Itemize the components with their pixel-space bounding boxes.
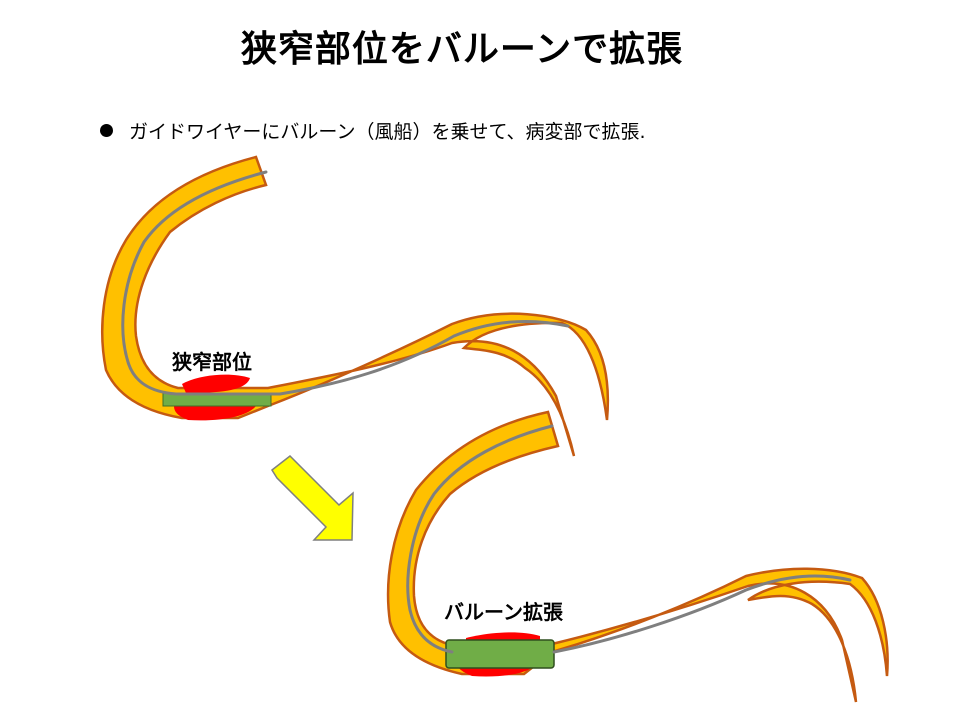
plaque-bottom-before [174, 406, 256, 421]
bullet-item: ガイドワイヤーにバルーン（風船）を乗せて、病変部で拡張. [100, 117, 646, 144]
vessel-before-body [101, 155, 610, 457]
plaque-top-before [182, 374, 250, 393]
vessel-after-body [386, 410, 889, 703]
stenosis-label: 狭窄部位 [172, 350, 252, 374]
balloon-inflated [445, 639, 555, 669]
vessel-before [101, 155, 610, 457]
slide-title: 狭窄部位をバルーンで拡張 [240, 29, 684, 70]
guidewire-after [406, 424, 852, 654]
bullet-dot-icon [100, 124, 113, 137]
bullet-text: ガイドワイヤーにバルーン（風船）を乗せて、病変部で拡張. [129, 121, 646, 143]
vessel-after [386, 410, 889, 703]
balloon-dilation-label: バルーン拡張 [444, 600, 563, 624]
down-arrow-icon [271, 455, 354, 541]
guidewire-before [121, 170, 570, 396]
